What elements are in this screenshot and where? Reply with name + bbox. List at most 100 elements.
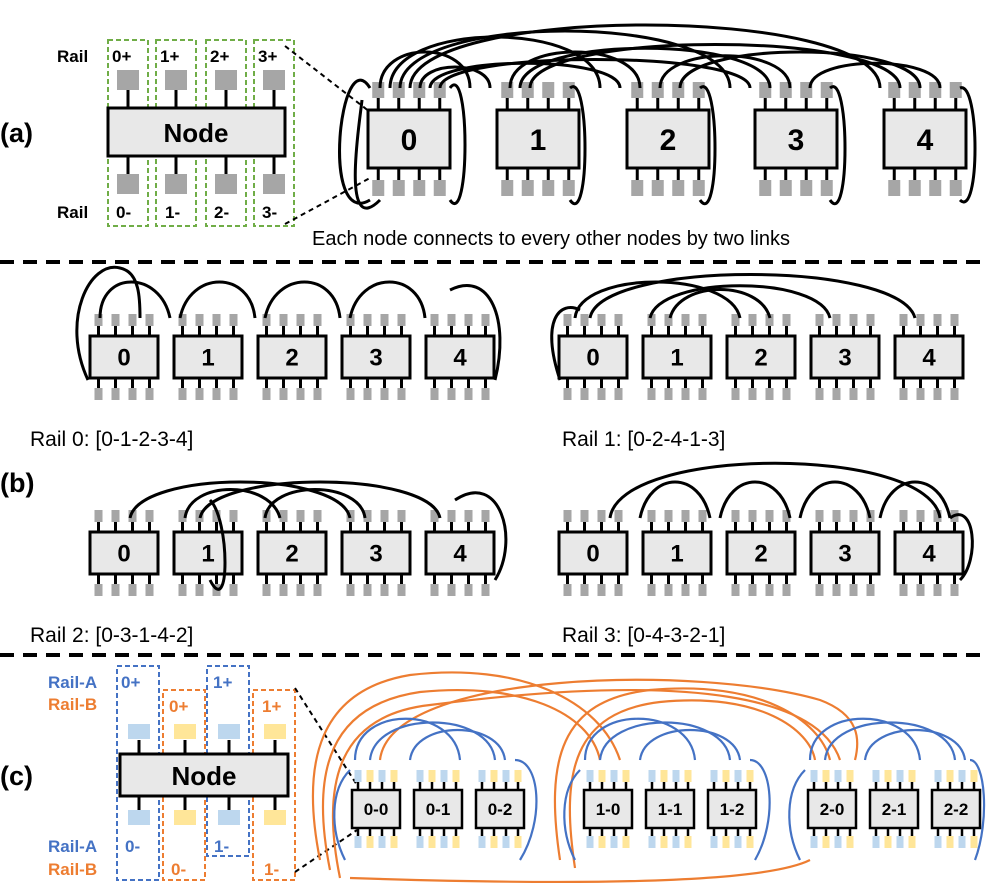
pad: [765, 388, 774, 400]
rail-b-0plus: 0+: [169, 697, 188, 716]
pad: [820, 82, 833, 98]
pad: [916, 510, 925, 522]
pad: [580, 388, 589, 400]
pad: [212, 314, 221, 326]
pad: [597, 388, 606, 400]
node-legend-label-c: Node: [172, 761, 237, 791]
pad: [631, 180, 644, 196]
pad: [731, 388, 740, 400]
pad: [372, 180, 385, 196]
pad: [950, 388, 959, 400]
pad: [934, 770, 942, 782]
pad: [849, 510, 858, 522]
pad: [586, 836, 594, 848]
pad: [698, 510, 707, 522]
chip-body: [644, 788, 696, 830]
pad: [698, 584, 707, 596]
link: [568, 85, 587, 206]
pad: [664, 314, 673, 326]
pad: [212, 388, 221, 400]
link: [514, 758, 538, 861]
node-chip: 2: [725, 314, 797, 400]
link: [408, 729, 507, 761]
pad: [866, 388, 875, 400]
node-label: 3: [369, 345, 382, 372]
pad: [363, 584, 372, 596]
rail-a-1minus: 1-: [214, 837, 229, 856]
pad: [392, 180, 405, 196]
node-label: 1: [670, 541, 683, 568]
pad: [562, 180, 575, 196]
node-chip: 4: [424, 510, 496, 596]
pad: [946, 770, 954, 782]
node-chip: 3: [809, 510, 881, 596]
node-label: 2-0: [820, 800, 845, 819]
rail-caption: Rail 2: [0-3-1-4-2]: [30, 624, 193, 647]
chip-body: [641, 334, 713, 380]
pad: [433, 82, 446, 98]
pad: [111, 510, 120, 522]
node-chip: 2: [725, 510, 797, 596]
pad: [933, 314, 942, 326]
node-label: 4: [922, 541, 936, 568]
chip-body: [557, 530, 629, 576]
pad: [681, 388, 690, 400]
pad: [815, 584, 824, 596]
pad: [111, 388, 120, 400]
link: [333, 769, 351, 861]
pad: [296, 584, 305, 596]
pad: [128, 584, 137, 596]
chip-body: [88, 334, 160, 380]
pad: [145, 510, 154, 522]
pad: [884, 836, 892, 848]
pad: [128, 314, 137, 326]
node-chip: 0: [557, 314, 629, 400]
pad: [782, 584, 791, 596]
pad: [822, 770, 830, 782]
pad: [447, 510, 456, 522]
node-label: 0: [117, 541, 130, 568]
pad: [452, 770, 460, 782]
pad: [946, 836, 954, 848]
pad: [846, 770, 854, 782]
pad: [672, 82, 685, 98]
node-label: 2: [754, 541, 767, 568]
pad: [872, 836, 880, 848]
node-chip: 0: [557, 510, 629, 596]
pad: [958, 836, 966, 848]
node-legend-label: Node: [164, 118, 229, 148]
chip-body: [424, 530, 496, 576]
node-legend-chip: [106, 106, 287, 158]
pad: [430, 584, 439, 596]
node-label: 0-0: [364, 800, 389, 819]
node-chip: 2: [625, 82, 711, 196]
pad: [815, 314, 824, 326]
pad: [765, 314, 774, 326]
pad: [651, 180, 664, 196]
node-chip: 1-0: [582, 770, 634, 848]
pad: [651, 82, 664, 98]
pad: [908, 180, 921, 196]
chip-body: [424, 334, 496, 380]
chip-body: [725, 334, 797, 380]
link: [698, 85, 717, 206]
pad: [597, 510, 606, 522]
node-chip: 2-2: [930, 770, 982, 848]
link: [823, 721, 957, 761]
node-chip: 3: [340, 314, 412, 400]
node-chip: 1: [641, 314, 713, 400]
pad: [452, 836, 460, 848]
pad: [279, 388, 288, 400]
pad: [178, 388, 187, 400]
node-chip: 1: [641, 510, 713, 596]
pad: [514, 836, 522, 848]
pad: [782, 510, 791, 522]
node-label: 1: [530, 124, 547, 157]
pad: [884, 770, 892, 782]
chip-body: [641, 530, 713, 576]
pad: [128, 810, 150, 825]
pad: [849, 584, 858, 596]
pad: [684, 770, 692, 782]
rail0-links: [75, 265, 502, 381]
chip-body: [557, 334, 629, 380]
